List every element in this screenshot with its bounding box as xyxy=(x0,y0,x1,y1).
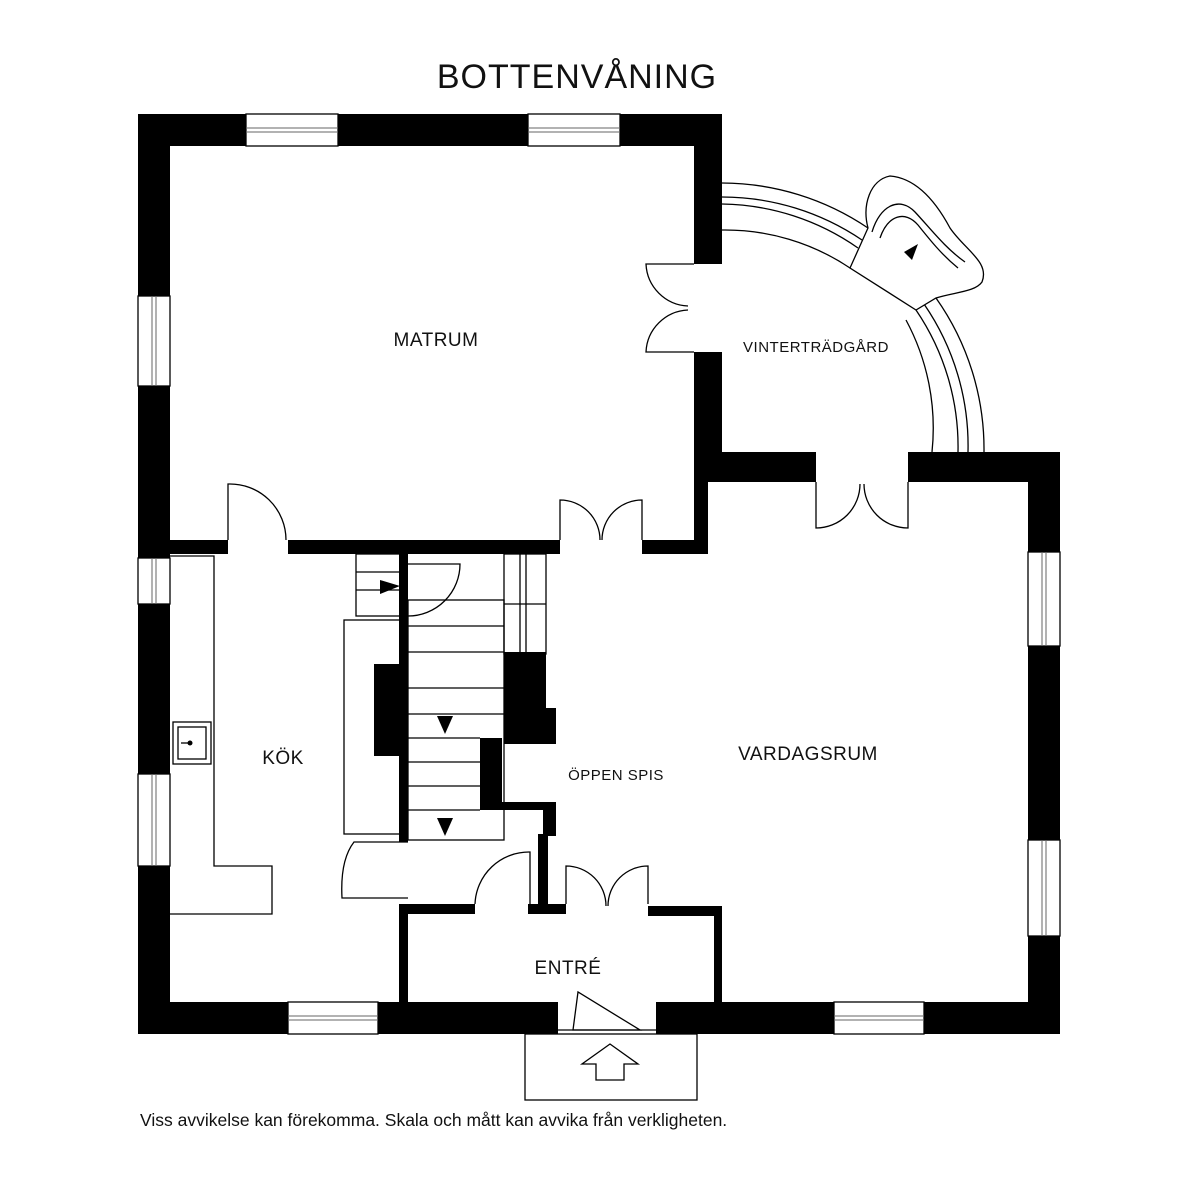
stair-direction-arrow-icon xyxy=(380,580,400,594)
kitchen-counter xyxy=(170,555,273,915)
room-label-vintertradgard: VINTERTRÄDGÅRD xyxy=(743,339,889,356)
room-label-kok: KÖK xyxy=(262,748,304,769)
windows xyxy=(137,113,1061,1035)
plan-title: BOTTENVÅNING xyxy=(437,58,717,96)
winter-garden-glazing xyxy=(721,175,985,453)
room-label-vardagsrum: VARDAGSRUM xyxy=(738,744,878,765)
outer-walls xyxy=(138,114,1060,1034)
staircase xyxy=(343,553,547,841)
entrance-arrow-icon xyxy=(579,1043,641,1081)
interior-walls xyxy=(170,452,722,1004)
room-label-matrum: MATRUM xyxy=(394,330,479,351)
disclaimer-text: Viss avvikelse kan förekomma. Skala och … xyxy=(140,1110,727,1130)
entrance-step xyxy=(524,1033,698,1101)
stair-direction-arrow-icon xyxy=(437,716,453,734)
sink-icon xyxy=(172,721,212,765)
room-label-entre: ENTRÉ xyxy=(535,958,602,979)
door-direction-arrow-icon xyxy=(904,244,918,260)
room-label-oppen-spis: ÖPPEN SPIS xyxy=(568,766,664,784)
stair-direction-arrow-icon xyxy=(437,818,453,836)
doors xyxy=(227,263,909,1031)
